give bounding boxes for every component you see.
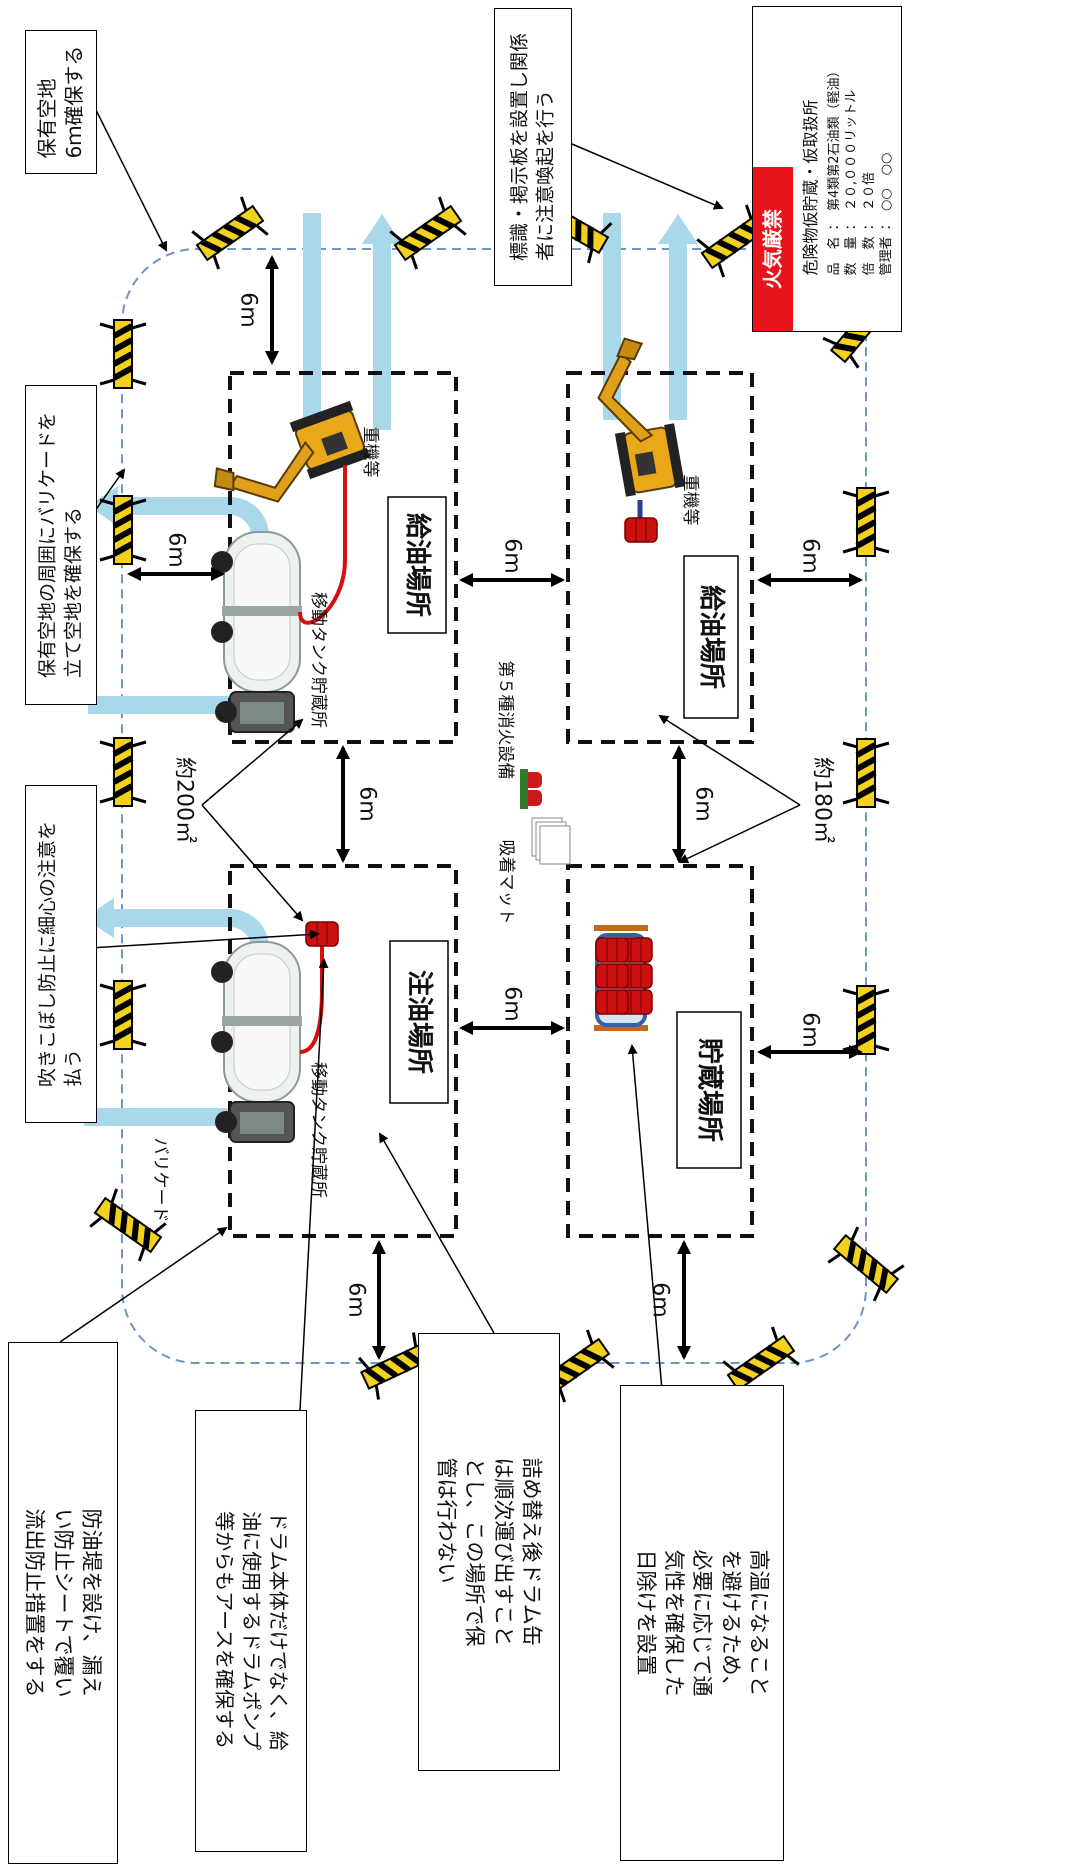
sign-row-value: ： ○○ ○○	[879, 152, 895, 231]
distance-label: 6m	[236, 292, 261, 327]
absorbent-mat-label: 吸着マット	[496, 840, 516, 925]
zone-refuel-right-box	[566, 371, 754, 744]
sign-row: 倍 数 ： ２０倍	[861, 64, 879, 276]
zone-storage-label: 貯蔵場所	[694, 1038, 725, 1142]
callout-line: い防止シートで覆い	[51, 1508, 76, 1698]
heavy-machine-label-1: 重機等	[360, 427, 380, 478]
callout-signboard-box: 標識・掲示板を設置し関係 者に注意喚起を行う	[494, 8, 572, 286]
callout-spill-box: 吹きこぼし防止に細心の注意を 払う	[25, 785, 97, 1123]
sign-row-key: 数 量	[844, 236, 860, 276]
barricade-label: バリケード	[150, 1138, 170, 1223]
tank-truck-2	[210, 941, 303, 1143]
zone-refuel-left-label: 給油場所	[402, 513, 433, 617]
zone-fill-label: 注油場所	[404, 970, 435, 1074]
distance-label: 6m	[344, 1282, 369, 1317]
callout-barricade-space-box: 保有空地の周囲にバリケードを 立て空地を確保する	[25, 385, 97, 705]
fire-prohibited-banner	[753, 167, 793, 331]
area-200-label: 約200㎡	[172, 757, 198, 843]
callout-line: 必要に応じて通	[690, 1549, 715, 1697]
tank-truck-label-1: 移動タンク貯蔵所	[308, 592, 328, 728]
area-180-label: 約180㎡	[810, 757, 836, 843]
callout-drum-earth-box: ドラム本体だけでなく、給 油に使用するドラムポンプ 等からもアースを確保する	[195, 1410, 307, 1852]
callout-line: 者に注意喚起を行う	[534, 89, 556, 262]
sign-row: 管理者 ： ○○ ○○	[878, 64, 896, 276]
distance-label: 6m	[691, 786, 716, 821]
fuel-hose-1	[298, 465, 347, 625]
sign-row-value: ： ２０,０００リットル	[844, 89, 860, 231]
vehicle-flow-arrows	[84, 213, 687, 1126]
callout-line: 保有空地の周囲にバリケードを	[36, 411, 59, 679]
callout-line: 保有空地	[35, 78, 59, 159]
callout-line: 防油堤を設け、漏え	[79, 1508, 104, 1697]
absorbent-mat-icon	[531, 817, 571, 865]
extinguisher-label: 第５種消火設備	[495, 661, 515, 780]
callout-line: 吹きこぼし防止に細心の注意を	[36, 820, 59, 1088]
callout-sunshade-box: 高温になること を避けるため、 必要に応じて通 気性を確保した 日除けを設置	[620, 1385, 784, 1861]
sign-title: 危険物仮貯蔵・仮取扱所	[801, 99, 821, 276]
callout-line: 等からもアースを確保する	[212, 1511, 237, 1750]
callout-line: ドラム本体だけでなく、給	[266, 1511, 291, 1751]
callout-line: 6ｍ確保する	[62, 45, 86, 159]
sign-row-key: 倍 数	[861, 236, 877, 276]
callout-line: とし、この場所で保	[463, 1457, 487, 1647]
extinguisher-icon	[520, 769, 542, 809]
distance-label: 6m	[500, 538, 525, 573]
distance-label: 6m	[164, 532, 189, 567]
sign-row-key: 管理者	[879, 236, 895, 276]
hazard-signboard: 火気厳禁 危険物仮貯蔵・仮取扱所 品 名： 第4類第2石油類（軽油） 数 量： …	[752, 6, 902, 332]
distance-label: 6m	[648, 1282, 673, 1317]
sign-row-value: ： 第4類第2石油類（軽油）	[826, 64, 842, 231]
callout-line: 立て空地を確保する	[62, 506, 84, 679]
callout-line: 管は行わない	[434, 1457, 459, 1584]
distance-label: 6m	[355, 786, 380, 821]
tank-truck-1	[210, 531, 303, 733]
sign-row: 品 名 ： 第4類第2石油類（軽油）	[826, 64, 844, 275]
distance-label: 6m	[500, 986, 525, 1021]
flow-arrowheads	[84, 214, 698, 938]
callout-line: 流出防止措置をする	[22, 1508, 47, 1698]
heavy-machine-label-2: 重機等	[680, 475, 700, 526]
callout-line: を避けるため、	[718, 1549, 743, 1697]
zone-refuel-right-label: 給油場所	[696, 585, 727, 689]
callout-line: は順次運び出すこと	[491, 1457, 516, 1647]
callout-line: 日除けを設置	[633, 1549, 658, 1676]
callout-line: 高温になること	[746, 1549, 771, 1697]
callout-line: 気性を確保した	[661, 1549, 686, 1697]
zone-storage-box	[566, 864, 754, 1238]
callout-drum-transfer-box: 詰め替え後ドラム缶 は順次運び出すこと とし、この場所で保 管は行わない	[418, 1333, 560, 1771]
sign-row-key: 品 名	[826, 236, 842, 276]
callout-line: 油に使用するドラムポンプ	[239, 1511, 264, 1751]
callout-line: 詰め替え後ドラム缶	[519, 1457, 544, 1646]
sign-row: 数 量 ： ２０,０００リットル	[843, 64, 861, 276]
storage-drums	[594, 925, 653, 1031]
callout-line: 払う	[62, 1048, 84, 1088]
callout-oil-dike-box: 防油堤を設け、漏え い防止シートで覆い 流出防止措置をする	[8, 1342, 118, 1864]
site-boundary	[121, 248, 867, 1364]
fuel-hose-2	[299, 946, 324, 1054]
distance-label: 6m	[798, 538, 823, 573]
drum-refuel	[624, 517, 658, 543]
callout-line: 標識・掲示板を設置し関係	[508, 32, 531, 262]
sign-row-value: ： ２０倍	[861, 172, 877, 231]
callout-reserved-space-box: 保有空地 6ｍ確保する	[25, 30, 97, 174]
distance-label: 6m	[798, 1012, 823, 1047]
fire-prohibited-text: 火気厳禁	[760, 209, 785, 289]
